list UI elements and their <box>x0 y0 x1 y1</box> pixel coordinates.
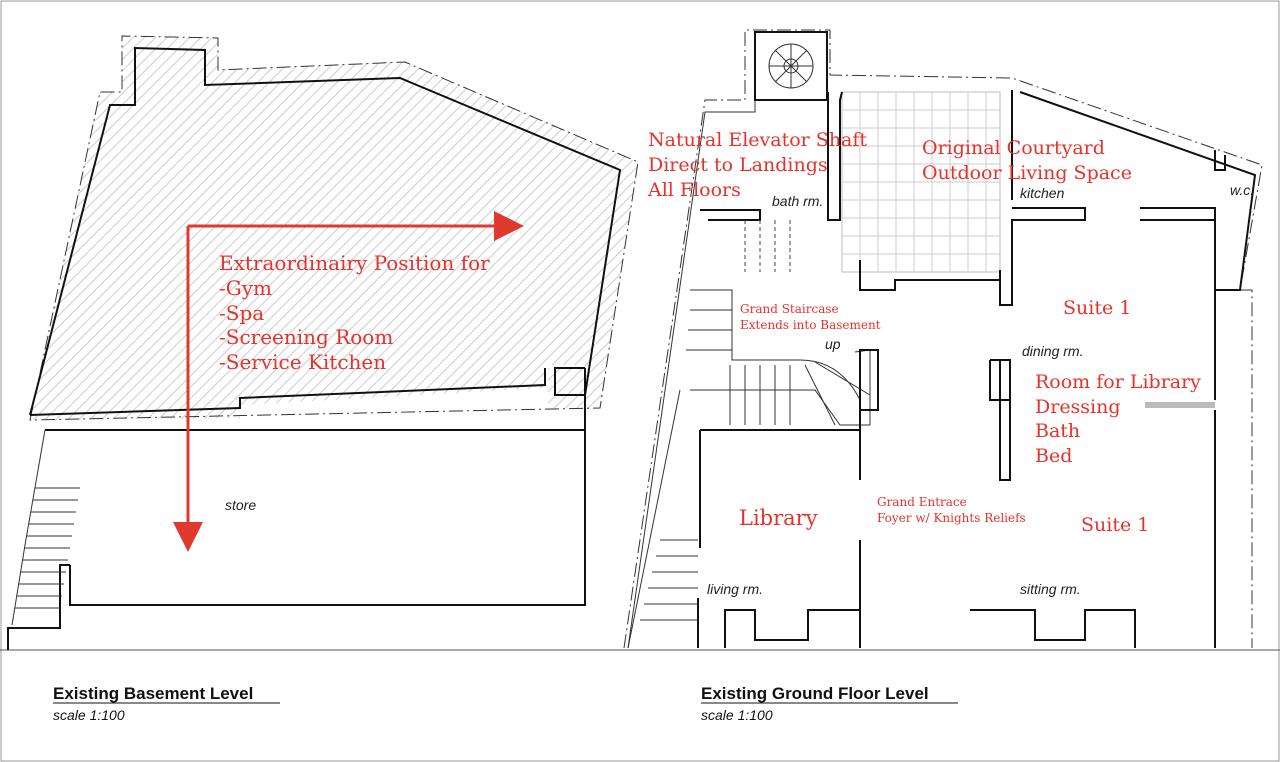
svg-text:All Floors: All Floors <box>647 179 741 201</box>
room-label-living: living rm. <box>707 581 763 597</box>
courtyard-paving <box>841 91 1001 273</box>
svg-text:Direct to Landings: Direct to Landings <box>648 154 828 176</box>
svg-text:Room for Library: Room for Library <box>1035 371 1201 393</box>
room-label-store: store <box>225 497 256 513</box>
svg-text:Dressing: Dressing <box>1035 396 1121 418</box>
svg-text:Bath: Bath <box>1035 420 1080 442</box>
ground-annotations: Natural Elevator Shaft Direct to Landing… <box>647 129 1201 536</box>
basement-stairs <box>15 487 80 609</box>
ground-floor-scale: scale 1:100 <box>701 707 773 723</box>
svg-text:Outdoor Living Space: Outdoor Living Space <box>922 162 1132 184</box>
svg-text:Suite 1: Suite 1 <box>1063 297 1131 319</box>
room-label-wc: w.c. <box>1230 182 1254 198</box>
svg-text:Extraordinairy Position for: Extraordinairy Position for <box>219 251 490 275</box>
basement-scale: scale 1:100 <box>53 707 125 723</box>
svg-text:Bed: Bed <box>1035 445 1072 467</box>
svg-text:-Gym: -Gym <box>219 276 272 300</box>
spiral-stair <box>754 31 828 101</box>
svg-text:Suite 1: Suite 1 <box>1081 514 1149 536</box>
stair-up-label: up <box>825 336 841 352</box>
ground-floor-title: Existing Ground Floor Level <box>701 684 929 703</box>
svg-text:-Screening Room: -Screening Room <box>219 325 393 349</box>
basement-title: Existing Basement Level <box>53 684 253 703</box>
room-label-kitchen: kitchen <box>1020 185 1065 201</box>
basement-annotation: Extraordinairy Position for -Gym -Spa -S… <box>219 251 490 374</box>
ground-floor-plan: bath rm. kitchen w.c. up dining rm. livi… <box>623 29 1263 723</box>
room-label-bath: bath rm. <box>772 193 823 209</box>
svg-text:Grand Staircase: Grand Staircase <box>740 302 839 316</box>
basement-plan: store Extraordinairy Position for -Gym -… <box>7 35 639 723</box>
entry-stairs <box>640 539 698 621</box>
svg-text:Library: Library <box>739 506 818 530</box>
svg-text:Natural Elevator Shaft: Natural Elevator Shaft <box>648 129 867 151</box>
svg-text:-Service Kitchen: -Service Kitchen <box>219 350 386 374</box>
svg-text:Original Courtyard: Original Courtyard <box>922 137 1105 159</box>
room-label-sitting: sitting rm. <box>1020 581 1081 597</box>
room-label-dining: dining rm. <box>1022 343 1083 359</box>
svg-text:Grand Entrace: Grand Entrace <box>877 495 967 509</box>
svg-text:Foyer w/ Knights Reliefs: Foyer w/ Knights Reliefs <box>877 511 1026 525</box>
svg-text:-Spa: -Spa <box>219 301 264 325</box>
svg-text:Extends into Basement: Extends into Basement <box>740 318 881 332</box>
